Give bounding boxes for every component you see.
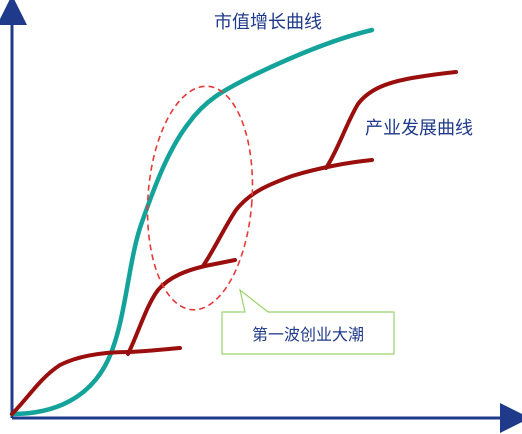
callout-text: 第一波创业大潮: [252, 325, 364, 344]
callout-shape: [221, 288, 395, 355]
industry-curve-label: 产业发展曲线: [365, 118, 473, 139]
industry-curve-wave-3: [201, 158, 374, 268]
industry-curve-wave-4: [324, 70, 458, 170]
industry-curve-wave-2: [126, 258, 237, 356]
market-value-curve-label: 市值增长曲线: [214, 12, 322, 33]
highlight-ellipse: [146, 85, 254, 311]
market-value-curve: [9, 27, 375, 417]
callout-box: 第一波创业大潮: [221, 288, 395, 355]
industry-curve-wave-1: [10, 346, 182, 416]
